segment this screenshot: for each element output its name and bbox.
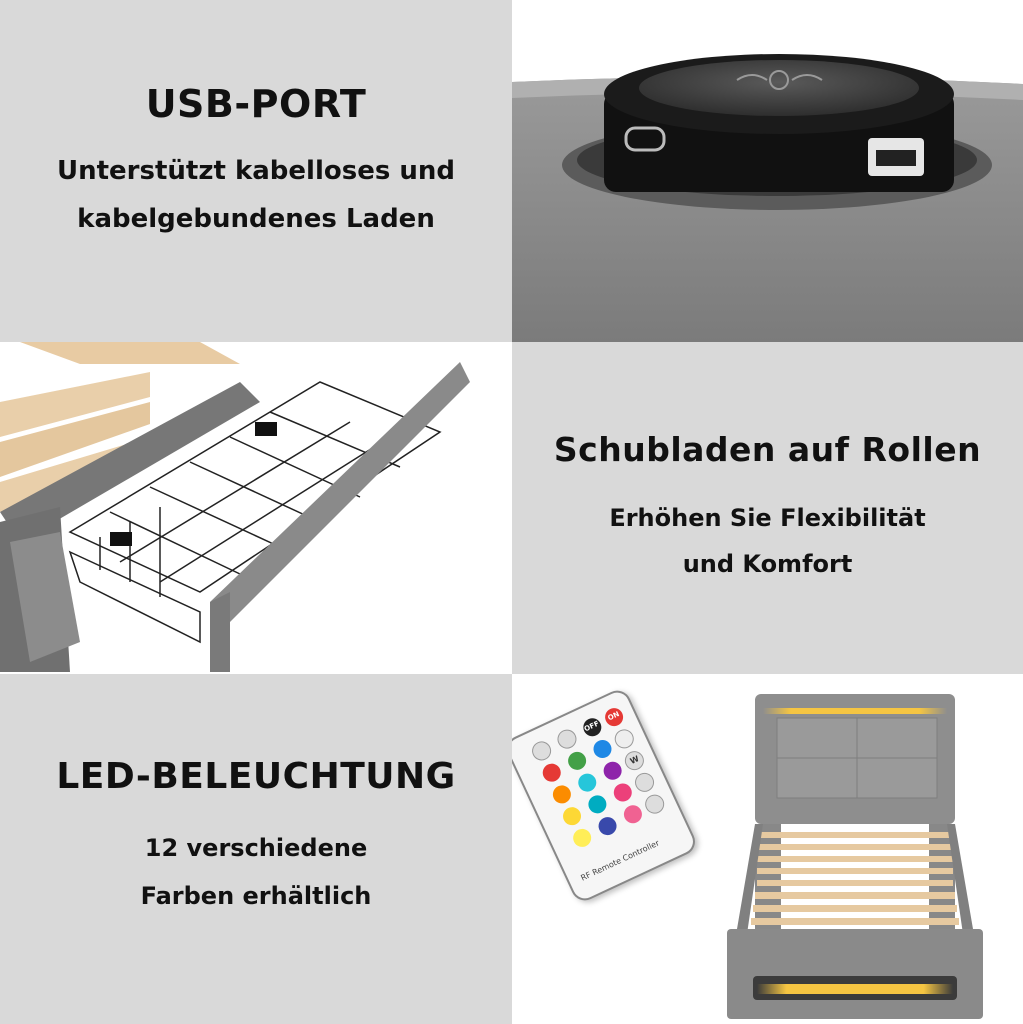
remote-buttons bbox=[532, 708, 665, 847]
led-lighting-line-2: Farben erhältlich bbox=[140, 882, 372, 910]
drawers-title: Schubladen auf Rollen bbox=[553, 430, 982, 469]
led-lighting-panel: LED-BELEUCHTUNG 12 verschiedene Farben e… bbox=[0, 674, 512, 1024]
led-bed-photo: OFF ON W RF Remote Controller bbox=[512, 674, 1023, 1024]
led-lighting-line-1: 12 verschiedene bbox=[144, 834, 368, 862]
led-bed-image bbox=[727, 694, 983, 1019]
usb-port-panel: USB-PORT Unterstützt kabelloses und kabe… bbox=[0, 0, 512, 342]
usb-port-line-1: Unterstützt kabelloses und bbox=[57, 156, 455, 186]
drawer-photo bbox=[0, 342, 512, 674]
usb-port-line-2: kabelgebundenes Laden bbox=[77, 204, 435, 234]
usb-port-title: USB-PORT bbox=[145, 82, 367, 126]
remote-controller: OFF ON W RF Remote Controller bbox=[512, 686, 700, 905]
usb-charger-photo bbox=[512, 0, 1023, 342]
usb-c-port-icon bbox=[624, 126, 666, 152]
led-lighting-title: LED-BELEUCHTUNG bbox=[56, 756, 456, 797]
usb-charger-image bbox=[512, 54, 1023, 342]
drawers-line-1: Erhöhen Sie Flexibilität bbox=[609, 504, 926, 532]
drawers-panel: Schubladen auf Rollen Erhöhen Sie Flexib… bbox=[512, 342, 1023, 674]
drawer-image bbox=[0, 342, 470, 672]
drawers-line-2: und Komfort bbox=[682, 550, 853, 578]
